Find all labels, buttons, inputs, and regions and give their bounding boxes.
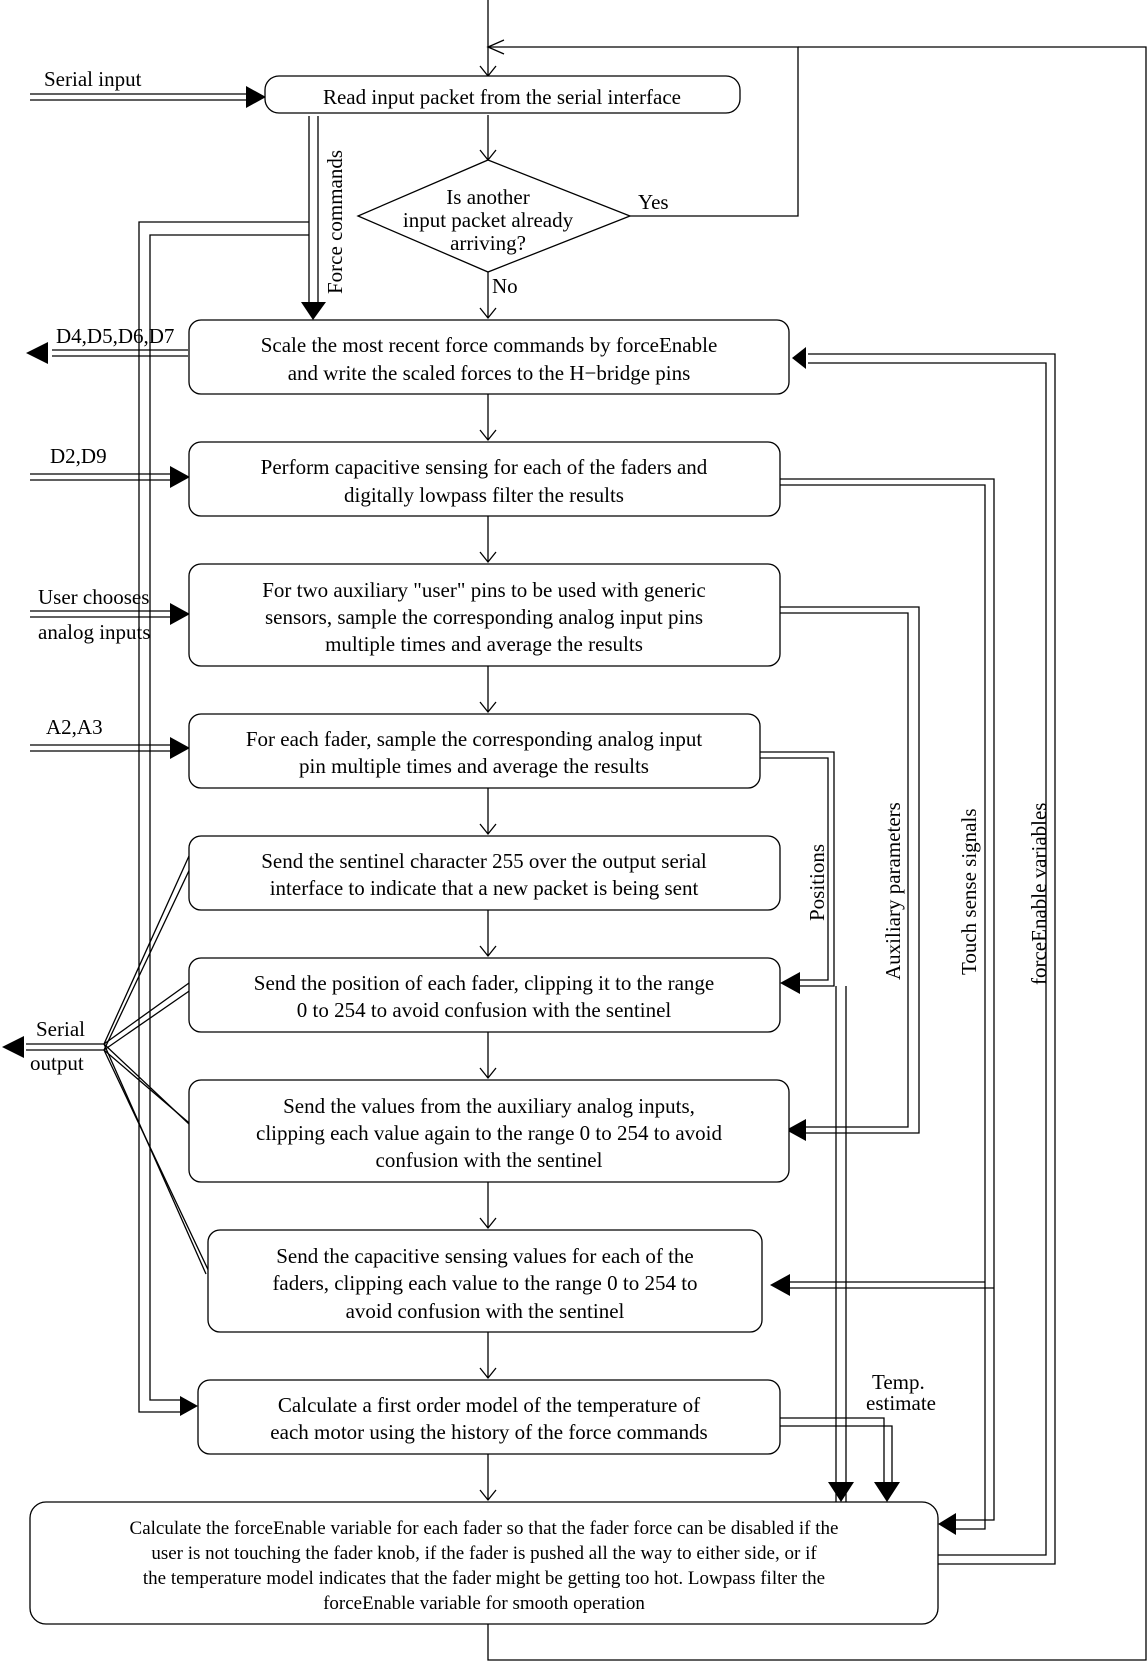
positions-label: Positions xyxy=(805,844,829,921)
node-scale-forces: Scale the most recent force commands by … xyxy=(188,319,790,395)
forceenable-variables-label: forceEnable variables xyxy=(1027,803,1051,985)
node-send-position: Send the position of each fader, clippin… xyxy=(188,957,781,1033)
send-position-line-1: Send the position of each fader, clippin… xyxy=(254,971,714,995)
force-enable-line-1: Calculate the forceEnable variable for e… xyxy=(130,1518,839,1539)
cap-sensing-line-2: digitally lowpass filter the results xyxy=(344,483,624,507)
force-enable-line-2: user is not touching the fader knob, if … xyxy=(151,1543,817,1564)
node-another-packet-decision: Is another input packet already arriving… xyxy=(356,159,632,273)
node-aux-pins: For two auxiliary "user" pins to be used… xyxy=(188,563,781,667)
send-position-line-2: 0 to 254 to avoid confusion with the sen… xyxy=(297,998,672,1022)
analog-inputs-label: analog inputs xyxy=(38,620,151,644)
user-chooses-label: User chooses xyxy=(38,585,149,609)
send-aux-line-3: confusion with the sentinel xyxy=(376,1148,603,1172)
d2-d9-label: D2,D9 xyxy=(50,444,107,468)
output-label: output xyxy=(30,1051,84,1075)
serial-label: Serial xyxy=(36,1017,85,1041)
edge-labels: Serial input Force commands Yes No D4,D5… xyxy=(30,67,1051,1415)
yes-label: Yes xyxy=(638,190,669,214)
node-send-sentinel: Send the sentinel character 255 over the… xyxy=(188,835,781,911)
fader-sample-line-2: pin multiple times and average the resul… xyxy=(299,754,649,778)
temp-model-line-1: Calculate a first order model of the tem… xyxy=(278,1393,700,1417)
decision-line-3: arriving? xyxy=(450,231,526,255)
arrowheads xyxy=(2,39,956,1535)
temp-label: Temp. xyxy=(872,1370,925,1394)
auxiliary-parameters-label: Auxiliary parameters xyxy=(881,802,905,980)
node-cap-sensing: Perform capacitive sensing for each of t… xyxy=(188,441,781,517)
node-read-packet: Read input packet from the serial interf… xyxy=(264,75,741,114)
aux-pins-line-1: For two auxiliary "user" pins to be used… xyxy=(262,578,705,602)
a2-a3-label: A2,A3 xyxy=(46,715,103,739)
scale-forces-line-2: and write the scaled forces to the H−bri… xyxy=(288,361,691,385)
d4-d7-label: D4,D5,D6,D7 xyxy=(56,324,174,348)
send-cap-line-3: avoid confusion with the sentinel xyxy=(346,1299,625,1323)
send-sentinel-line-2: interface to indicate that a new packet … xyxy=(270,876,699,900)
node-fader-sample: For each fader, sample the corresponding… xyxy=(188,713,761,789)
no-label: No xyxy=(492,274,518,298)
force-commands-label: Force commands xyxy=(323,150,347,294)
node-temp-model: Calculate a first order model of the tem… xyxy=(197,1379,781,1455)
node-send-cap: Send the capacitive sensing values for e… xyxy=(207,1229,763,1333)
aux-pins-line-3: multiple times and average the results xyxy=(325,632,643,656)
decision-line-2: input packet already xyxy=(403,208,574,232)
touch-sense-signals-label: Touch sense signals xyxy=(957,808,981,975)
send-cap-line-1: Send the capacitive sensing values for e… xyxy=(276,1244,694,1268)
aux-pins-line-2: sensors, sample the corresponding analog… xyxy=(265,605,703,629)
node-force-enable: Calculate the forceEnable variable for e… xyxy=(29,1501,939,1625)
serial-input-label: Serial input xyxy=(44,67,142,91)
estimate-label: estimate xyxy=(866,1391,936,1415)
send-aux-line-1: Send the values from the auxiliary analo… xyxy=(283,1094,695,1118)
scale-forces-line-1: Scale the most recent force commands by … xyxy=(261,333,718,357)
send-cap-line-2: faders, clipping each value to the range… xyxy=(272,1271,697,1295)
decision-line-1: Is another xyxy=(446,185,529,209)
read-packet-text: Read input packet from the serial interf… xyxy=(323,85,681,109)
send-aux-line-2: clipping each value again to the range 0… xyxy=(256,1121,722,1145)
fader-sample-line-1: For each fader, sample the corresponding… xyxy=(246,727,703,751)
force-enable-line-4: forceEnable variable for smooth operatio… xyxy=(323,1593,645,1614)
node-send-aux: Send the values from the auxiliary analo… xyxy=(188,1079,790,1183)
cap-sensing-line-1: Perform capacitive sensing for each of t… xyxy=(261,455,708,479)
temp-model-line-2: each motor using the history of the forc… xyxy=(270,1420,707,1444)
force-enable-line-3: the temperature model indicates that the… xyxy=(143,1568,825,1589)
send-sentinel-line-1: Send the sentinel character 255 over the… xyxy=(261,849,707,873)
